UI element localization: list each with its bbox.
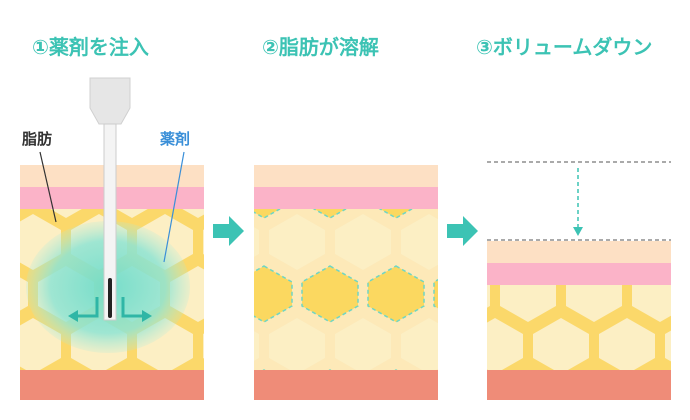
bent-arrow-icon bbox=[76, 297, 99, 318]
bent-arrow-icon bbox=[121, 297, 144, 318]
dermis-layer bbox=[487, 263, 671, 285]
panel-3-tissue bbox=[487, 161, 671, 400]
right-arrow-icon bbox=[213, 216, 244, 246]
right-arrow-icon bbox=[447, 216, 478, 246]
needle-tip-icon bbox=[108, 278, 112, 318]
muscle-layer bbox=[20, 370, 204, 400]
drug-label: 薬剤 bbox=[160, 130, 191, 148]
melted-fat-layer bbox=[254, 209, 438, 370]
panel-2-tissue bbox=[254, 165, 438, 400]
fat-pointer-line bbox=[39, 151, 57, 223]
arrow-head-left-icon bbox=[68, 310, 78, 322]
dermis-layer bbox=[254, 187, 438, 209]
step-3-title: ③ボリュームダウン bbox=[476, 35, 653, 59]
skin-layer bbox=[254, 165, 438, 187]
skin-layer bbox=[487, 241, 671, 263]
arrow-head-down-icon bbox=[573, 227, 583, 236]
step-1-title: ①薬剤を注入 bbox=[32, 35, 149, 59]
muscle-layer bbox=[254, 370, 438, 400]
arrow-head-right-icon bbox=[142, 310, 152, 322]
needle-shaft bbox=[103, 123, 117, 321]
syringe bbox=[68, 77, 152, 322]
step-2-title: ②脂肪が溶解 bbox=[262, 35, 379, 59]
syringe-cap-icon bbox=[89, 77, 131, 125]
drug-pointer-line bbox=[163, 151, 185, 263]
muscle-layer bbox=[487, 370, 671, 400]
reduced-fat-layer bbox=[487, 285, 671, 370]
fat-label: 脂肪 bbox=[22, 130, 53, 148]
